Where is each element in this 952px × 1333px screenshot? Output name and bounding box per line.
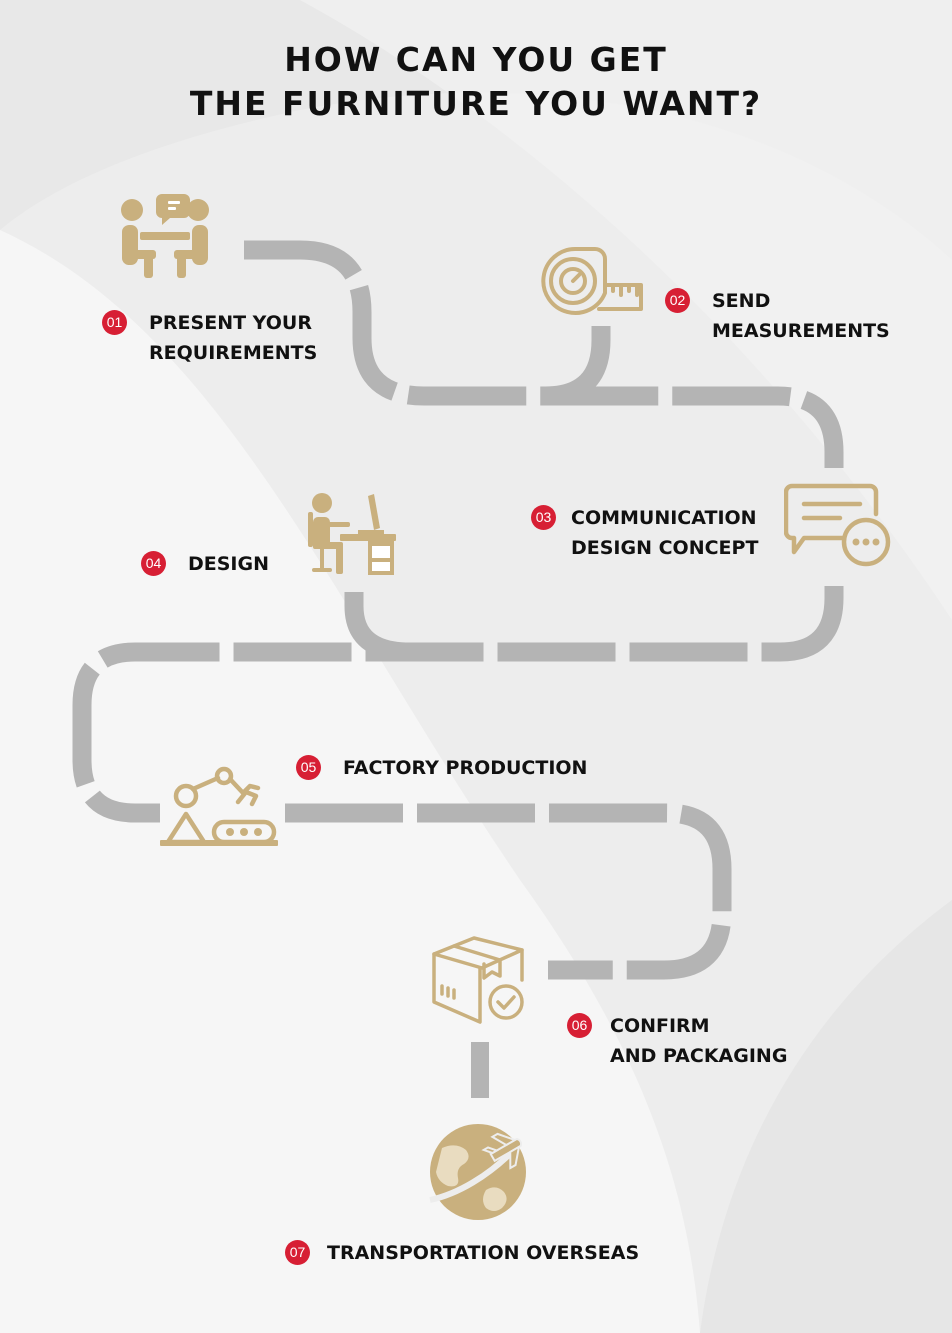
step-number-badge: 06 [567, 1013, 592, 1038]
designer-desk-icon [306, 490, 398, 580]
step-label: TRANSPORTATION OVERSEAS [327, 1238, 639, 1268]
road-branch-2 [544, 326, 611, 406]
globe-airplane-icon [428, 1120, 530, 1222]
step-label-line-1: DESIGN [188, 553, 270, 575]
robot-arm-conveyor-icon [160, 766, 278, 848]
meeting-icon [118, 192, 212, 282]
step-label-line-1: COMMUNICATION [571, 507, 757, 529]
step-label-line-1: SEND [712, 290, 771, 312]
step-07: 07 TRANSPORTATION OVERSEAS [285, 1238, 639, 1268]
step-05: 05 FACTORY PRODUCTION [296, 753, 587, 783]
road-segment-6 [471, 1042, 489, 1098]
step-label-line-2: MEASUREMENTS [712, 320, 890, 342]
package-check-icon [428, 930, 528, 1026]
step-04: 04 DESIGN [141, 549, 269, 579]
title-line-2: THE FURNITURE YOU WANT? [189, 84, 763, 123]
chat-bubbles-icon [784, 482, 894, 570]
road-segment-5 [285, 803, 732, 980]
step-03: 03 COMMUNICATION DESIGN CONCEPT [531, 503, 758, 563]
step-number-badge: 04 [141, 551, 166, 576]
step-06: 06 CONFIRM AND PACKAGING [567, 1011, 787, 1071]
step-label: PRESENT YOUR REQUIREMENTS [149, 308, 317, 368]
step-label-line-2: AND PACKAGING [610, 1045, 788, 1067]
road-segment-1 [244, 240, 844, 468]
step-01: 01 PRESENT YOUR REQUIREMENTS [102, 308, 317, 368]
step-number-badge: 03 [531, 505, 556, 530]
step-label-line-1: CONFIRM [610, 1015, 710, 1037]
page-title: HOW CAN YOU GET THE FURNITURE YOU WANT? [0, 38, 952, 126]
step-label: FACTORY PRODUCTION [343, 753, 587, 783]
step-label-line-2: DESIGN CONCEPT [571, 537, 759, 559]
step-number-badge: 02 [665, 288, 690, 313]
step-number-badge: 05 [296, 755, 321, 780]
step-label: COMMUNICATION DESIGN CONCEPT [571, 503, 758, 563]
step-label-line-2: REQUIREMENTS [149, 342, 318, 364]
step-label-line-1: FACTORY PRODUCTION [343, 757, 588, 779]
step-02: 02 SEND MEASUREMENTS [665, 286, 890, 346]
tape-measure-icon [537, 245, 645, 317]
step-label: CONFIRM AND PACKAGING [610, 1011, 787, 1071]
road-branch-4 [344, 592, 411, 662]
step-label: DESIGN [188, 549, 269, 579]
step-label-line-1: PRESENT YOUR [149, 312, 312, 334]
step-label: SEND MEASUREMENTS [712, 286, 890, 346]
road-segment-3 [72, 586, 844, 823]
title-line-1: HOW CAN YOU GET [284, 40, 668, 79]
step-number-badge: 07 [285, 1240, 310, 1265]
step-number-badge: 01 [102, 310, 127, 335]
step-label-line-1: TRANSPORTATION OVERSEAS [327, 1242, 640, 1264]
